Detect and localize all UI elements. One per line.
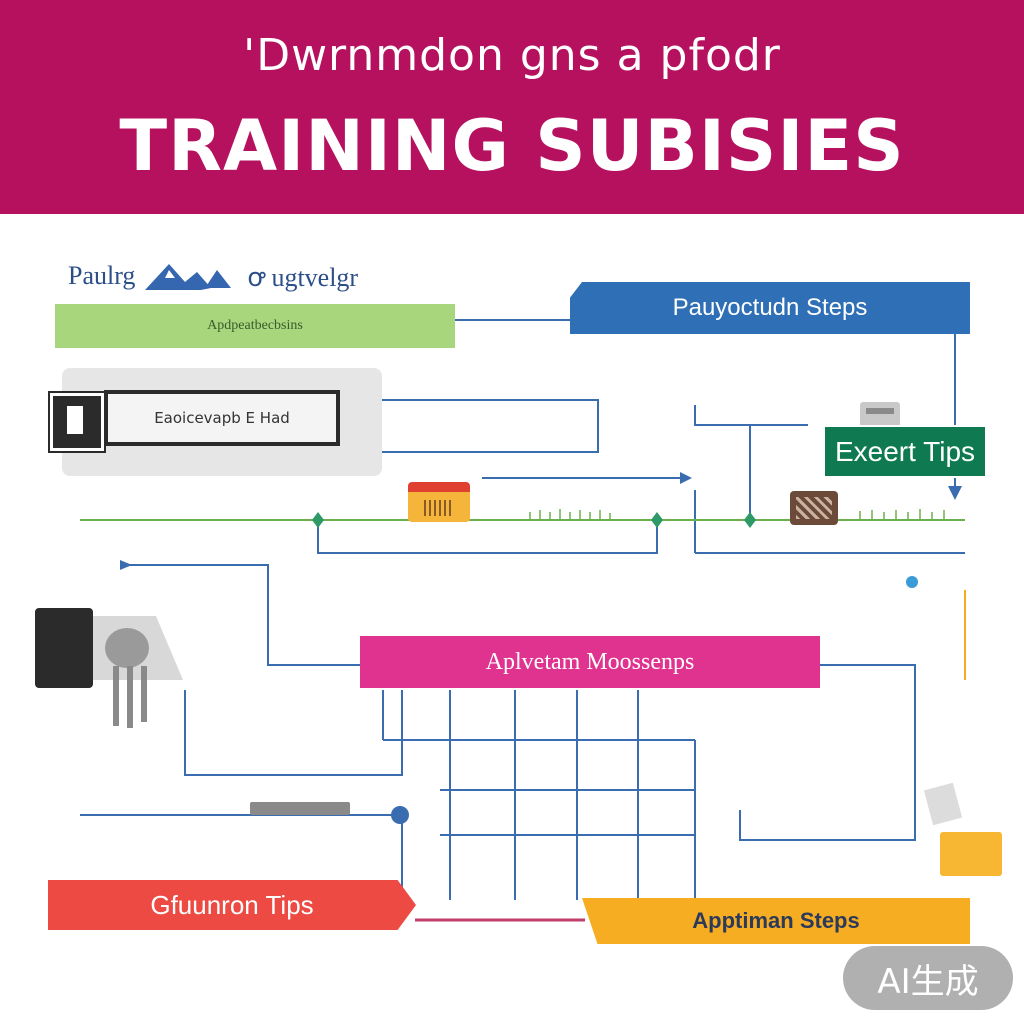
folder-icon	[940, 832, 1002, 876]
yellow-banner: Apptiman Steps	[582, 898, 970, 944]
caption-left: Paulrg	[68, 261, 136, 290]
robot-gripper-icon	[35, 608, 195, 728]
green-banner-label: Apdpeatbecbsins	[207, 318, 303, 333]
sparkle-icon	[906, 576, 918, 588]
green-banner: Apdpeatbecbsins	[55, 304, 455, 348]
caption-right: ꝍ ugtvelgr	[247, 263, 359, 292]
basket-icon	[790, 491, 838, 525]
red-banner: Gfuunron Tips	[48, 880, 416, 930]
expert-tips-box: Exeert Tips	[823, 425, 987, 478]
header-subtitle: 'Dwrnmdon gns a pfodr	[243, 30, 781, 81]
ai-generated-watermark: AI生成	[843, 946, 1013, 1010]
blue-banner: Pauyoctudn Steps	[570, 282, 970, 334]
grey-slab	[250, 802, 350, 815]
device-label: Eaoicevapb E Had	[154, 409, 290, 427]
magenta-banner-label: Aplvetam Moossenps	[485, 649, 695, 675]
device-side-icon	[50, 393, 104, 451]
blue-banner-label: Pauyoctudn Steps	[672, 294, 868, 321]
magenta-banner: Aplvetam Moossenps	[360, 636, 820, 688]
mountain-icon	[145, 264, 232, 290]
header-title: TRAINING SUBISIES	[119, 105, 905, 187]
yellow-banner-label: Apptiman Steps	[692, 908, 860, 933]
red-banner-label: Gfuunron Tips	[150, 890, 314, 920]
device-label-plate: Eaoicevapb E Had	[104, 390, 340, 446]
expert-tips-label: Exeert Tips	[834, 436, 976, 467]
chip-icon	[408, 482, 470, 522]
header-band	[0, 0, 1024, 214]
top-left-caption: Paulrg ꝍ ugtvelgr	[68, 258, 358, 294]
